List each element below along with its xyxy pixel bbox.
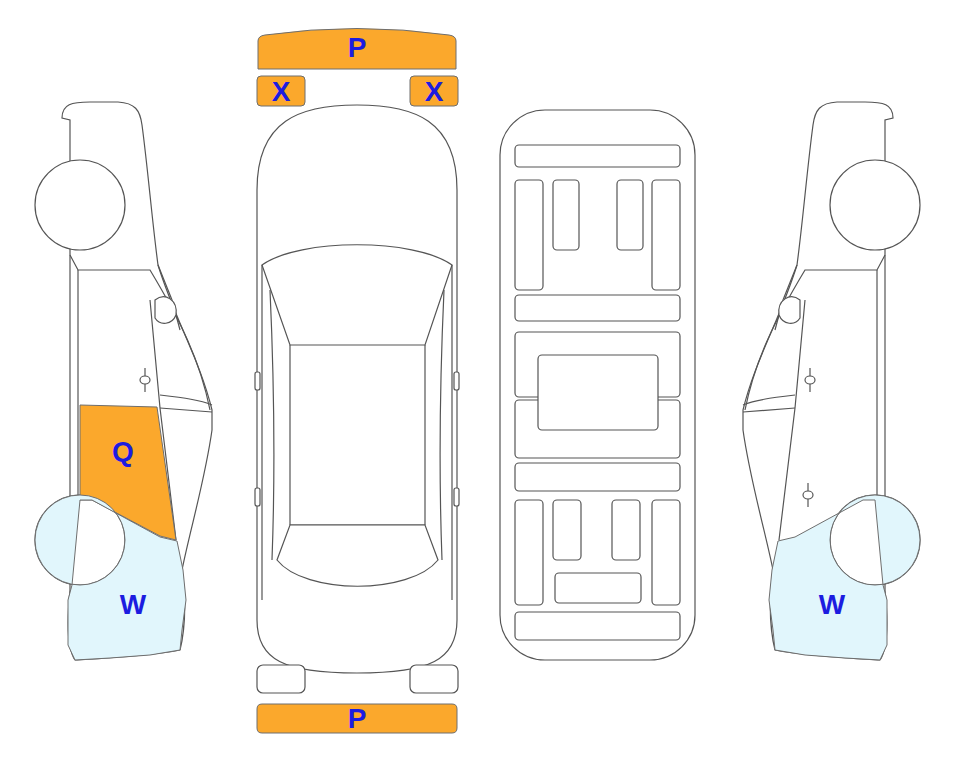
bumper-region: P bbox=[257, 704, 457, 733]
region-code: W bbox=[819, 591, 845, 619]
headlight-region: X bbox=[410, 76, 458, 106]
right-side-view bbox=[743, 102, 920, 660]
region-code: X bbox=[425, 78, 444, 106]
fender-region: W bbox=[62, 478, 192, 662]
bumper-region: P bbox=[257, 28, 457, 70]
headlight-region: X bbox=[257, 76, 305, 106]
region-fill bbox=[410, 76, 458, 106]
region-fill bbox=[35, 495, 186, 660]
left-side-view bbox=[35, 102, 212, 660]
region-code: W bbox=[120, 591, 146, 619]
fender-region: W bbox=[765, 478, 895, 662]
underside-view bbox=[500, 110, 695, 660]
region-shape bbox=[765, 478, 895, 662]
top-view bbox=[255, 105, 459, 693]
region-fill bbox=[258, 29, 456, 70]
region-shape bbox=[62, 478, 192, 662]
region-fill bbox=[257, 704, 457, 733]
region-code: P bbox=[348, 34, 367, 62]
region-code: Q bbox=[112, 438, 134, 466]
region-fill bbox=[257, 76, 305, 106]
region-fill bbox=[769, 495, 920, 660]
region-code: P bbox=[348, 705, 367, 733]
region-code: X bbox=[272, 78, 291, 106]
